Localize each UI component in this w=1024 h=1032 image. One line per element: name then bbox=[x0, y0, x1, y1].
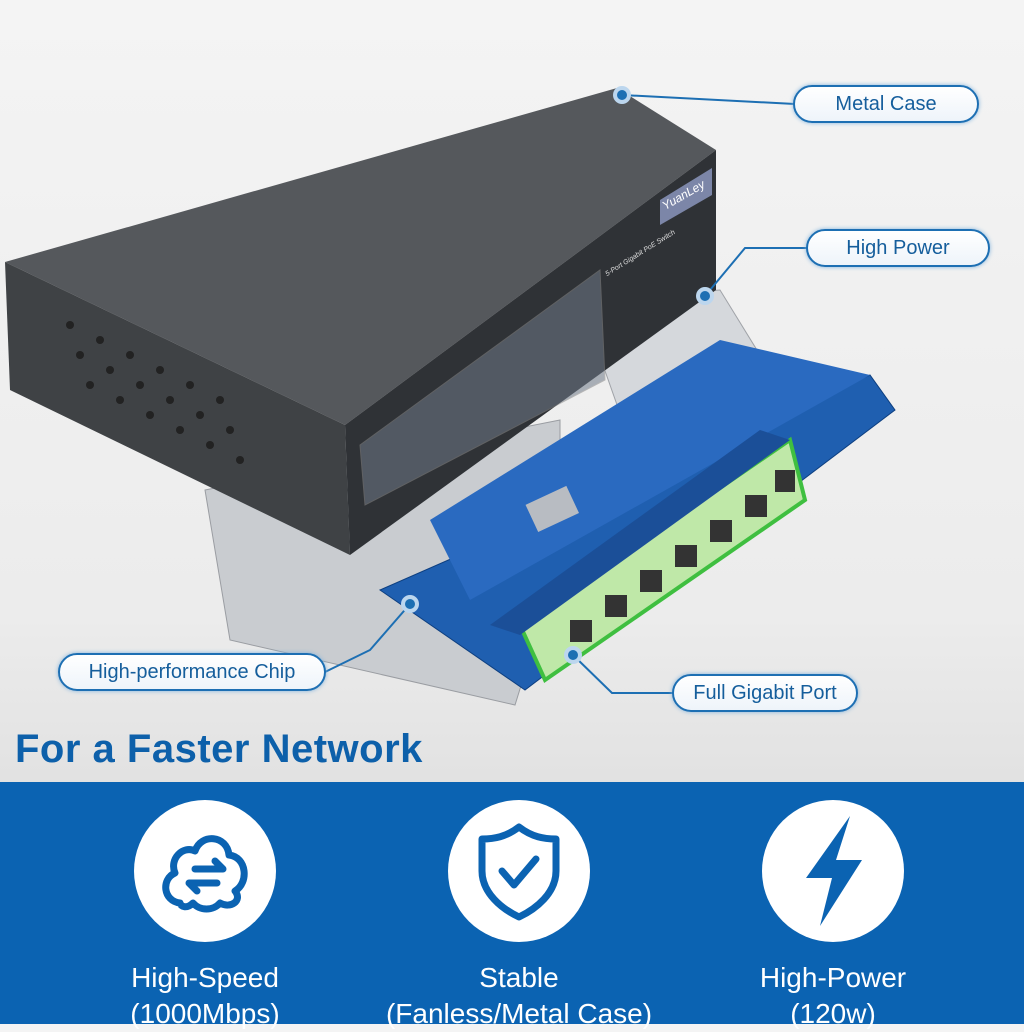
pcb-board-2 bbox=[430, 340, 870, 600]
transformer-modules bbox=[490, 430, 790, 635]
callout-dot bbox=[401, 595, 419, 613]
features-band: High-Speed (1000Mbps) Stable (Fanless/Me… bbox=[0, 782, 1024, 1029]
callout-chip: High-performance Chip bbox=[58, 653, 326, 691]
feature-title: High-Speed bbox=[131, 962, 279, 993]
callout-dot bbox=[696, 287, 714, 305]
callout-high-power: High Power bbox=[806, 229, 990, 267]
cloud-transfer-icon bbox=[162, 835, 248, 913]
feature-detail: (1000Mbps) bbox=[130, 998, 280, 1029]
callout-dot bbox=[564, 646, 582, 664]
feature-high-power: High-Power (120w) bbox=[673, 782, 993, 1032]
feature-stable: Stable (Fanless/Metal Case) bbox=[359, 782, 679, 1032]
callout-port: Full Gigabit Port bbox=[672, 674, 858, 712]
callout-metal-case: Metal Case bbox=[793, 85, 979, 123]
feature-detail: (120w) bbox=[790, 998, 876, 1029]
lightning-bolt-icon bbox=[806, 816, 862, 926]
brand-badge bbox=[660, 168, 712, 225]
headline: For a Faster Network bbox=[15, 727, 423, 771]
feature-title: Stable bbox=[479, 962, 559, 993]
feature-detail: (Fanless/Metal Case) bbox=[385, 998, 653, 1029]
case-left bbox=[5, 262, 350, 555]
shield-check-icon bbox=[478, 823, 560, 921]
feature-title: High-Power bbox=[759, 962, 907, 993]
case-front-window bbox=[359, 269, 606, 506]
callout-dot bbox=[613, 86, 631, 104]
case-top bbox=[5, 88, 716, 425]
product-illustration bbox=[5, 86, 896, 706]
feature-high-speed: High-Speed (1000Mbps) bbox=[45, 782, 365, 1032]
